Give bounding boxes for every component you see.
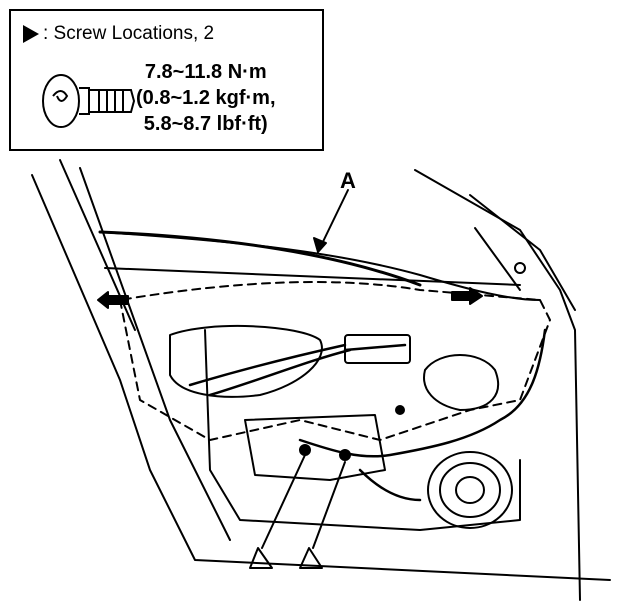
screw-icon bbox=[42, 74, 136, 128]
direction-arrow-icon bbox=[97, 291, 129, 309]
door-panel-openings bbox=[169, 324, 521, 531]
direction-arrow-icon bbox=[451, 287, 483, 305]
callout-a-label: A bbox=[340, 168, 356, 193]
legend-title: : Screw Locations, 2 bbox=[23, 23, 214, 45]
torque-line-kgf: (0.8~1.2 kgf·m, bbox=[136, 87, 276, 109]
torque-line-lbf: 5.8~8.7 lbf·ft) bbox=[143, 113, 268, 135]
trim-outline-dashed bbox=[119, 281, 551, 441]
screw-location-pointers bbox=[249, 454, 346, 569]
filled-triangle-marker-icon bbox=[23, 25, 39, 43]
connector-block bbox=[344, 334, 411, 364]
window-glass-edge bbox=[98, 230, 422, 287]
legend-label: : Screw Locations, 2 bbox=[43, 23, 215, 44]
door-frame bbox=[31, 159, 611, 601]
torque-line-nm: 7.8~11.8 N·m bbox=[144, 61, 267, 83]
torque-spec: 7.8~11.8 N·m (0.8~1.2 kgf·m, 5.8~8.7 lbf… bbox=[136, 59, 276, 137]
legend-box: : Screw Locations, 2 7.8~11.8 N·m (0.8~1… bbox=[9, 9, 324, 151]
speaker bbox=[427, 451, 513, 529]
screw-points bbox=[299, 262, 526, 461]
